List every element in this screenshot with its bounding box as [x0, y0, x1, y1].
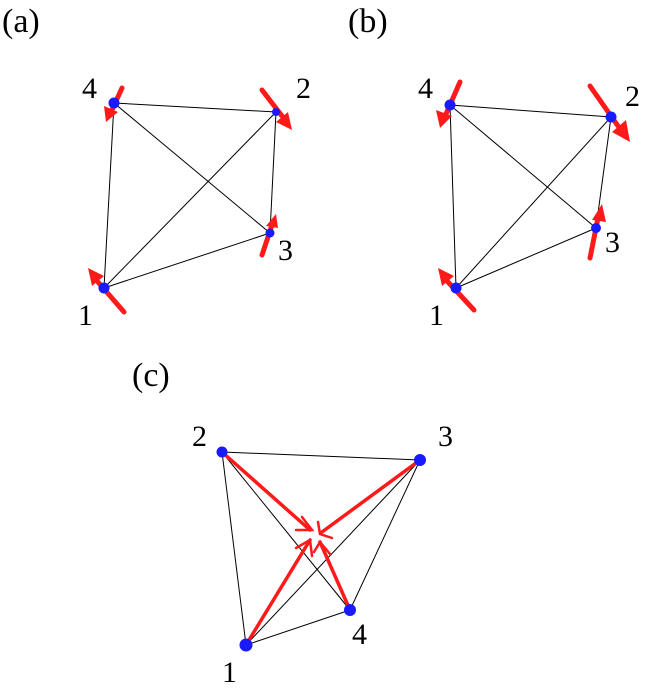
arrowhead-1: [294, 537, 314, 558]
edge-4-2: [113, 102, 277, 113]
panel-a-spins: [88, 85, 292, 315]
node-label-3: 3: [278, 234, 293, 267]
node-2: [605, 111, 617, 123]
panel-b-nodes: [444, 99, 617, 294]
panel-c-bonds: [220, 450, 422, 647]
edge-2-3: [269, 111, 277, 234]
node-3: [265, 228, 275, 238]
arrowhead-4: [312, 539, 332, 556]
node-label-3: 3: [438, 420, 453, 453]
bond-4-center: [318, 540, 352, 612]
bond-1-center: [244, 538, 312, 647]
node-1: [98, 282, 110, 294]
edge-1-4: [245, 609, 351, 646]
panel-b: (b): [348, 3, 640, 332]
node-label-2: 2: [192, 420, 207, 453]
node-4: [444, 99, 456, 111]
panel-a-nodes: [98, 97, 280, 294]
edge-4-1: [449, 104, 457, 289]
edge-2-1: [221, 451, 247, 646]
node-3: [414, 454, 426, 466]
edge-2-3: [221, 451, 421, 461]
edge-4-2: [449, 104, 612, 118]
edge-2-1: [103, 111, 277, 289]
edge-3-4: [349, 459, 421, 611]
node-label-1: 1: [222, 656, 237, 688]
node-label-4: 4: [352, 618, 367, 651]
panel-b-edges: [449, 104, 612, 289]
panel-c-edges: [221, 451, 421, 646]
panel-a: (a): [2, 3, 311, 332]
node-label-4: 4: [418, 72, 433, 105]
edge-4-3: [113, 102, 271, 234]
edge-2-3: [595, 116, 612, 229]
arrowhead-3: [316, 520, 334, 540]
edge-3-1: [245, 459, 421, 646]
node-label-2: 2: [296, 72, 311, 105]
node-4: [108, 97, 120, 109]
edge-1-3: [103, 232, 271, 289]
node-label-2: 2: [625, 80, 640, 113]
panel-b-label: (b): [348, 3, 388, 40]
node-1: [239, 638, 253, 652]
node-label-1: 1: [78, 299, 93, 332]
bond-3-center: [320, 458, 422, 534]
edge-2-4: [221, 451, 351, 611]
panel-a-label: (a): [2, 3, 40, 40]
edge-2-1: [455, 116, 612, 289]
panel-a-edges: [103, 102, 277, 289]
node-1: [450, 282, 462, 294]
panel-c-arrowheads: [294, 515, 334, 558]
arrowhead-2: [294, 515, 315, 532]
panel-c: (c) 2 3 4 1: [132, 357, 453, 688]
node-3: [591, 223, 601, 233]
node-label-1: 1: [429, 299, 444, 332]
panel-c-nodes: [216, 446, 426, 652]
node-label-4: 4: [82, 72, 97, 105]
bond-2-center: [220, 450, 312, 532]
edge-4-3: [449, 104, 597, 229]
node-4: [344, 604, 356, 616]
edge-1-3: [455, 227, 597, 289]
node-2: [272, 108, 280, 116]
panel-c-label: (c): [132, 357, 170, 394]
node-2: [216, 446, 228, 458]
node-label-3: 3: [605, 226, 620, 259]
edge-4-1: [103, 102, 115, 289]
